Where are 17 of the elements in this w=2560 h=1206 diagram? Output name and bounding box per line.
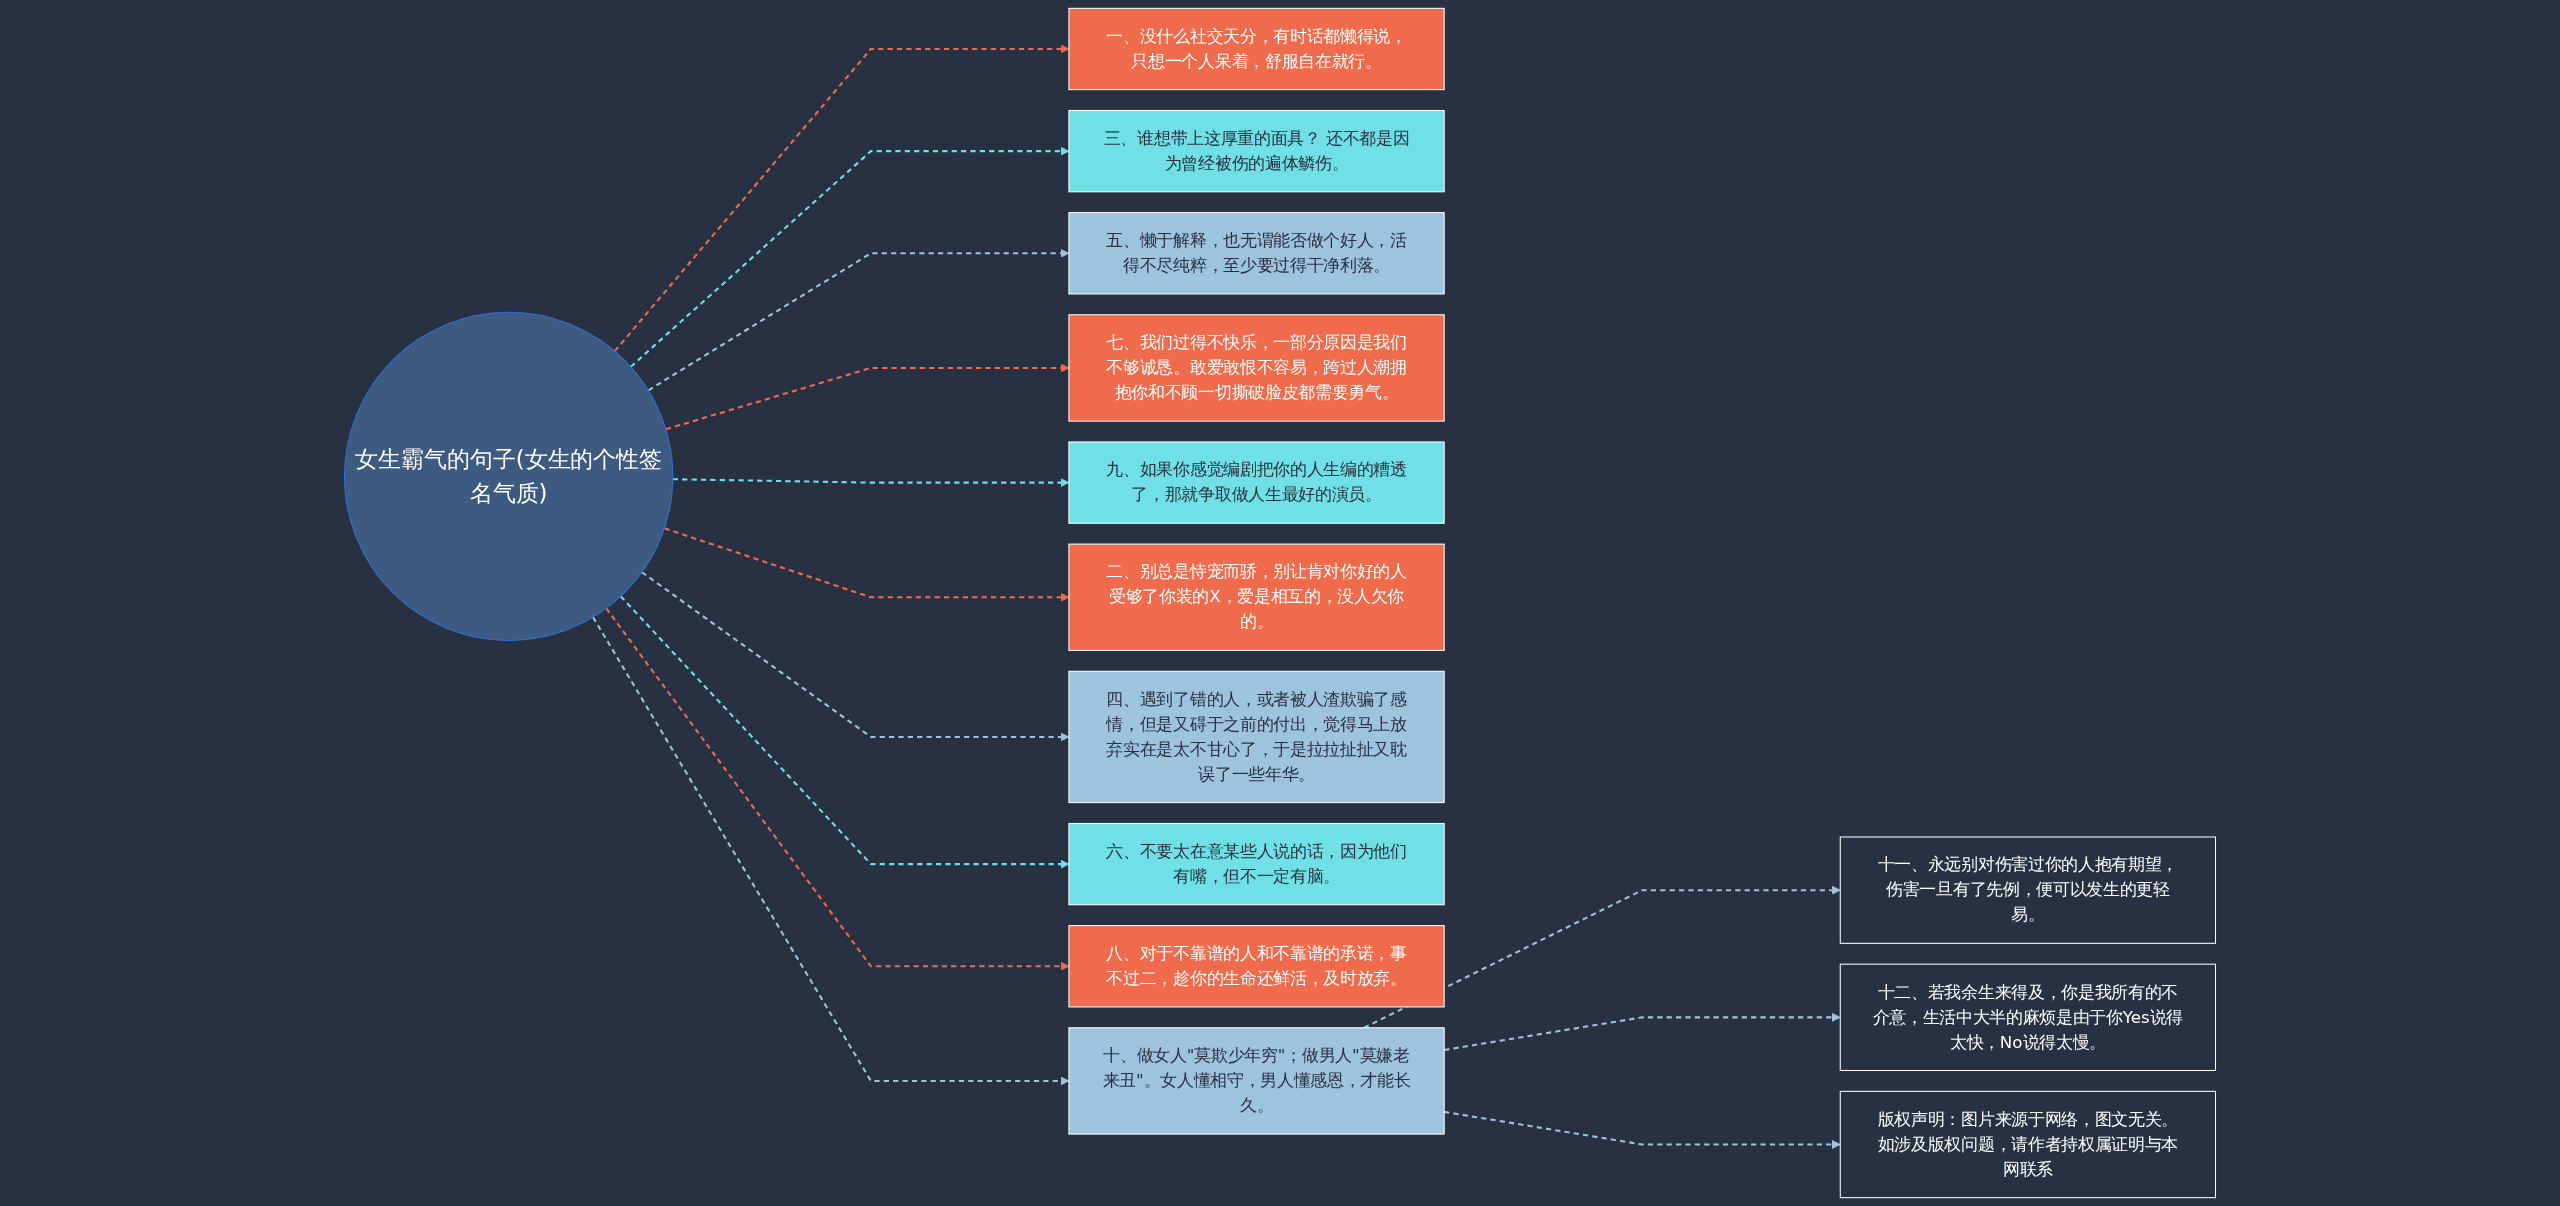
node-box: 三、谁想带上这厚重的面具？ 还不都是因为曾经被伤的遍体鳞伤。 — [1068, 109, 1445, 193]
arrow — [1363, 885, 1841, 1029]
node-box: 十、做女人"莫欺少年穷"；做男人"莫嫌老来丑"。女人懂相守，男人懂感恩，才能长久。 — [1068, 1027, 1445, 1135]
arrow — [1444, 1012, 1841, 1051]
node-circle: 女生霸气的句子(女生的个性签名气质) — [343, 311, 674, 642]
node-box: 六、不要太在意某些人说的话，因为他们有嘴，但不一定有脑。 — [1068, 822, 1445, 906]
node-box: 十一、永远别对伤害过你的人抱有期望，伤害一旦有了先例，便可以发生的更轻易。 — [1839, 836, 2217, 944]
node-box: 五、懒于解释，也无谓能否做个好人，活得不尽纯粹，至少要过得干净利落。 — [1068, 212, 1445, 295]
arrow — [1444, 1110, 1841, 1150]
node-box: 版权声明：图片来源于网络，图文无关。如涉及版权问题，请作者持权属证明与本网联系 — [1839, 1090, 2217, 1199]
node-box: 四、遇到了错的人，或者被人渣欺骗了感情，但是又碍于之前的付出，觉得马上放弃实在是太不甘心了，于是拉拉扯扯又耽误了一些年华。 — [1068, 670, 1445, 804]
node-box: 九、如果你感觉编剧把你的人生编的糟透了，那就争取做人生最好的演员。 — [1068, 441, 1445, 524]
node-box: 十二、若我余生来得及，你是我所有的不介意，生活中大半的麻烦是由于你Yes说得太快，No说得太慢。 — [1839, 963, 2217, 1071]
node-box: 一、没什么社交天分，有时话都懒得说，只想一个人呆着，舒服自在就行。 — [1068, 7, 1445, 91]
node-box: 二、别总是恃宠而骄，别让肯对你好的人受够了你装的X，爱是相互的，没人欠你的。 — [1068, 543, 1445, 651]
node-box: 七、我们过得不快乐，一部分原因是我们不够诚恳。敢爱敢恨不容易，跨过人潮拥抱你和不顾一切撕破脸皮都需要勇气。 — [1068, 314, 1445, 422]
node-box: 八、对于不靠谱的人和不靠谱的承诺，事不过二，趁你的生命还鲜活，及时放弃。 — [1068, 925, 1445, 1008]
